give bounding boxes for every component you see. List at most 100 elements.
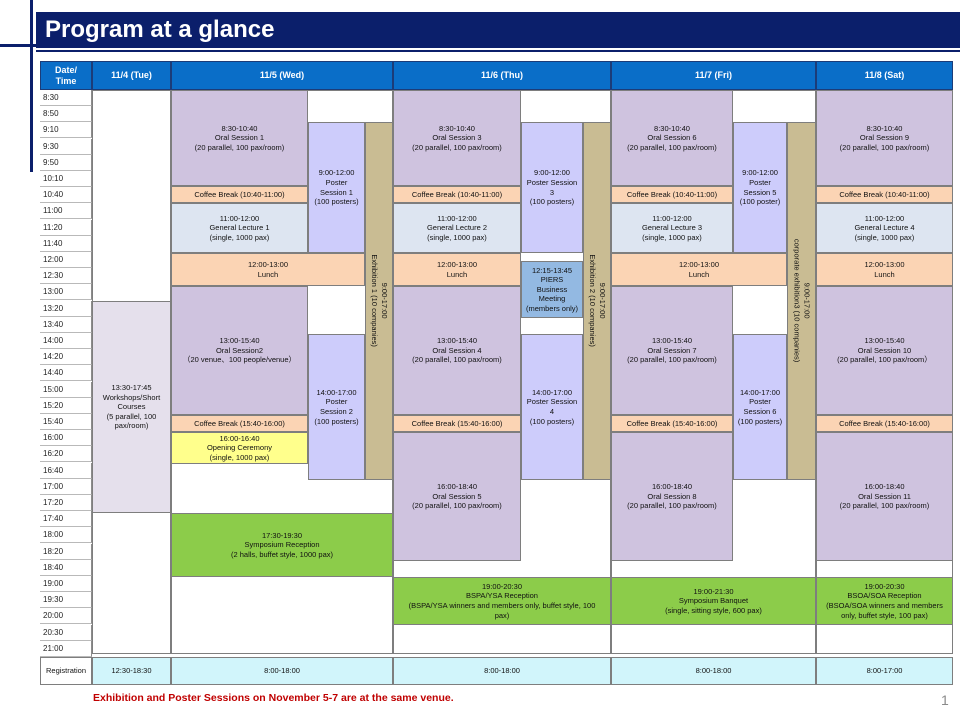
sat-bsoa-soa-reception: 19:00-20:30 BSOA/SOA Reception (BSOA/SOA… [816, 577, 953, 625]
wed-opening-ceremony-label: 16:00-16:40 Opening Ceremony (single, 10… [206, 433, 273, 462]
footnote: Exhibition and Poster Sessions on Novemb… [93, 692, 454, 704]
fri-coffee-break-1-label: Coffee Break (10:40-11:00) [626, 189, 718, 199]
sat-general-lecture-4-label: 11:00-12:00 General Lecture 4 (single, 1… [854, 213, 915, 242]
wed-poster-session-1: 9:00-12:00 Poster Session 1 (100 posters… [308, 122, 365, 253]
time-label: 15:00 [40, 381, 92, 398]
thu-poster-session-3-label: 9:00-12:00 Poster Session 3 (100 posters… [526, 168, 578, 207]
thu-lunch: 12:00-13:00 Lunch [393, 253, 521, 286]
fri-lunch: 12:00-13:00 Lunch [611, 253, 787, 286]
time-label: 9:10 [40, 122, 92, 139]
time-label: 21:00 [40, 640, 92, 657]
sat-oral-session-10-label: 13:00-15:40 Oral Session 10 (20 parallel… [837, 336, 932, 365]
thu-oral-session-4: 13:00-15:40 Oral Session 4 (20 parallel,… [393, 286, 521, 415]
sat-oral-session-11-label: 16:00-18:40 Oral Session 11 (20 parallel… [839, 482, 930, 511]
fri-poster-session-6-label: 14:00-17:00 Poster Session 6 (100 poster… [737, 387, 783, 426]
fri-oral-session-6-label: 8:30-10:40 Oral Session 6 (20 parallel, … [627, 123, 717, 152]
fri-general-lecture-3-label: 11:00-12:00 General Lecture 3 (single, 1… [641, 213, 703, 242]
time-label: 19:00 [40, 576, 92, 592]
wed-poster-session-2-label: 14:00-17:00 Poster Session 2 (100 poster… [314, 387, 359, 426]
thu-oral-session-5: 16:00-18:40 Oral Session 5 (20 parallel,… [393, 432, 521, 561]
sat-general-lecture-4: 11:00-12:00 General Lecture 4 (single, 1… [816, 203, 953, 253]
time-label: 17:00 [40, 478, 92, 495]
registration-label-text: Registration [45, 666, 87, 676]
time-label: 8:50 [40, 106, 92, 123]
thu-oral-session-3-label: 8:30-10:40 Oral Session 3 (20 parallel, … [412, 123, 502, 152]
registration-sat: 8:00-17:00 [816, 657, 953, 685]
thu-oral-session-5-label: 16:00-18:40 Oral Session 5 (20 parallel,… [412, 482, 502, 511]
time-label: 18:00 [40, 527, 92, 544]
fri-symposium-banquet-label: 19:00-21:30 Symposium Banquet (single, s… [665, 586, 762, 615]
wed-oral-session-2-label: 13:00-15:40 Oral Session2 （20 venue、100 … [183, 336, 296, 365]
wed-oral-session-1: 8:30-10:40 Oral Session 1 (20 parallel, … [171, 90, 308, 186]
fri-symposium-banquet: 19:00-21:30 Symposium Banquet (single, s… [611, 577, 816, 625]
wed-poster-session-2: 14:00-17:00 Poster Session 2 (100 poster… [308, 334, 365, 480]
wed-symposium-reception: 17:30-19:30 Symposium Reception (2 halls… [171, 513, 393, 577]
registration-tue: 12:30-18:30 [92, 657, 171, 685]
thu-oral-session-4-label: 13:00-15:40 Oral Session 4 (20 parallel,… [412, 336, 502, 365]
time-label: 13:20 [40, 300, 92, 317]
header-day-wed: 11/5 (Wed) [171, 61, 393, 90]
time-label: 18:20 [40, 543, 92, 560]
thu-exhibition-2-label: 9:00-17:00 Exhibition 2 (10 companies) [588, 254, 607, 348]
registration-label: Registration [40, 657, 92, 685]
wed-general-lecture-1: 11:00-12:00 General Lecture 1 (single, 1… [171, 203, 308, 253]
sat-coffee-break-1: Coffee Break (10:40-11:00) [816, 186, 953, 203]
time-label: 19:30 [40, 592, 92, 609]
fri-coffee-break-2: Coffee Break (15:40-16:00) [611, 415, 733, 432]
sat-oral-session-10: 13:00-15:40 Oral Session 10 (20 parallel… [816, 286, 953, 415]
wed-general-lecture-1-label: 11:00-12:00 General Lecture 1 (single, 1… [209, 213, 270, 242]
time-label: 10:40 [40, 187, 92, 204]
time-label: 16:00 [40, 430, 92, 447]
wed-lunch: 12:00-13:00 Lunch [171, 253, 365, 286]
wed-exhibition-1-label: 9:00-17:00 Exhibition 1 (10 companies) [370, 254, 389, 348]
fri-oral-session-7: 13:00-15:40 Oral Session 7 (20 parallel,… [611, 286, 733, 415]
time-label: 15:40 [40, 414, 92, 430]
thu-coffee-break-1-label: Coffee Break (10:40-11:00) [411, 189, 503, 199]
time-label: 12:30 [40, 268, 92, 285]
thu-bspa-ysa-reception: 19:00-20:30 BSPA/YSA Reception (BSPA/YSA… [393, 577, 611, 625]
registration-fri: 8:00-18:00 [611, 657, 816, 685]
time-label: 9:30 [40, 138, 92, 155]
thu-poster-session-3: 9:00-12:00 Poster Session 3 (100 posters… [521, 122, 583, 253]
time-label: 14:40 [40, 365, 92, 382]
time-label: 11:20 [40, 219, 92, 236]
header-datetime: Date/ Time [40, 61, 92, 90]
thu-piers-business-meeting: 12:15-13:45 PIERS Business Meeting (memb… [521, 261, 583, 318]
wed-coffee-break-2-label: Coffee Break (15:40-16:00) [194, 418, 285, 428]
time-label: 20:30 [40, 624, 92, 641]
time-label: 20:00 [40, 608, 92, 625]
header-day-tue: 11/4 (Tue) [92, 61, 171, 90]
time-label: 9:50 [40, 154, 92, 171]
wed-coffee-break-1: Coffee Break (10:40-11:00) [171, 186, 308, 203]
time-label: 17:20 [40, 495, 92, 511]
corner-line-horizontal [0, 44, 36, 47]
thu-coffee-break-1: Coffee Break (10:40-11:00) [393, 186, 521, 203]
sat-oral-session-9: 8:30-10:40 Oral Session 9 (20 parallel, … [816, 90, 953, 186]
thu-piers-business-meeting-label: 12:15-13:45 PIERS Business Meeting (memb… [525, 265, 579, 313]
registration-fri-label: 8:00-18:00 [695, 666, 732, 676]
registration-sat-label: 8:00-17:00 [866, 666, 903, 676]
time-label: 15:20 [40, 397, 92, 414]
time-label: 13:00 [40, 284, 92, 301]
wed-poster-session-1-label: 9:00-12:00 Poster Session 1 (100 posters… [314, 168, 359, 207]
fri-poster-session-6: 14:00-17:00 Poster Session 6 (100 poster… [733, 334, 787, 480]
program-grid: Date/ Time 11/4 (Tue) 11/5 (Wed) 11/6 (T… [40, 61, 953, 685]
wed-coffee-break-1-label: Coffee Break (10:40-11:00) [194, 189, 285, 199]
corner-line-vertical [30, 0, 33, 172]
thu-coffee-break-2-label: Coffee Break (15:40-16:00) [411, 418, 503, 428]
thu-oral-session-3: 8:30-10:40 Oral Session 3 (20 parallel, … [393, 90, 521, 186]
sat-oral-session-9-label: 8:30-10:40 Oral Session 9 (20 parallel, … [839, 123, 930, 152]
fri-oral-session-8: 16:00-18:40 Oral Session 8 (20 parallel,… [611, 432, 733, 561]
sat-coffee-break-1-label: Coffee Break (10:40-11:00) [839, 189, 930, 199]
fri-poster-session-5: 9:00-12:00 Poster Session 5 (100 poster) [733, 122, 787, 253]
fri-poster-session-5-label: 9:00-12:00 Poster Session 5 (100 poster) [739, 168, 781, 207]
sat-bsoa-soa-reception-label: 19:00-20:30 BSOA/SOA Reception (BSOA/SOA… [826, 581, 943, 620]
sat-oral-session-11: 16:00-18:40 Oral Session 11 (20 parallel… [816, 432, 953, 561]
wed-oral-session-1-label: 8:30-10:40 Oral Session 1 (20 parallel, … [194, 123, 285, 152]
time-label: 14:20 [40, 349, 92, 366]
time-label: 16:20 [40, 446, 92, 463]
time-label: 8:30 [40, 90, 92, 106]
time-label: 12:00 [40, 252, 92, 268]
fri-oral-session-8-label: 16:00-18:40 Oral Session 8 (20 parallel,… [627, 482, 717, 511]
tue-workshops-label: 13:30-17:45 Workshops/Short Courses (5 p… [102, 383, 161, 431]
